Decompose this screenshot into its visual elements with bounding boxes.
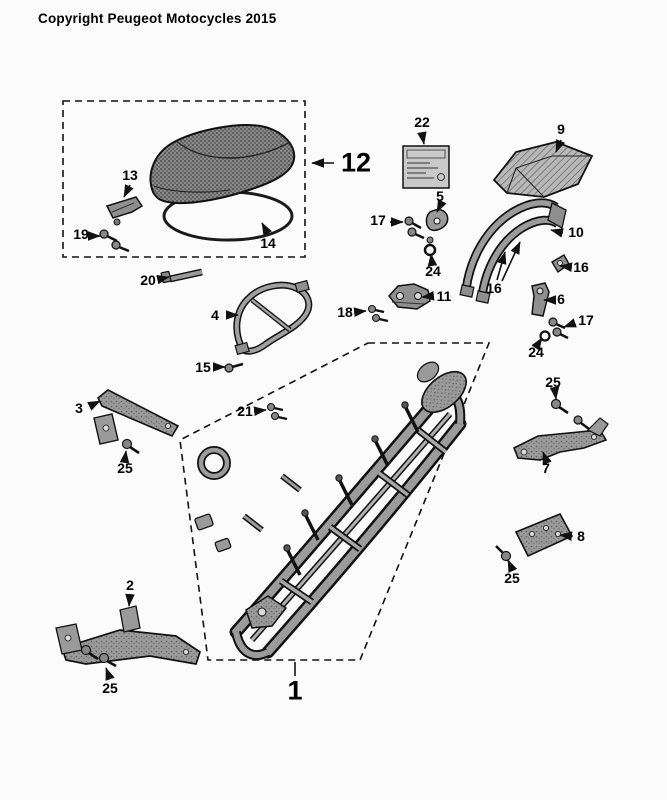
part-screws-17-right bbox=[548, 317, 569, 340]
part-screw-15 bbox=[224, 362, 244, 373]
part-washer-24-right bbox=[539, 330, 551, 342]
part-screw-25-c bbox=[495, 545, 512, 562]
frame-dashed-box bbox=[179, 342, 491, 661]
part-subframe-10 bbox=[459, 198, 567, 304]
saddle-dashed-box bbox=[62, 100, 306, 258]
part-screws-18 bbox=[367, 304, 389, 323]
part-plate-22 bbox=[402, 145, 450, 189]
part-bracket-3 bbox=[93, 389, 180, 445]
part-screws-19 bbox=[99, 229, 130, 253]
part-clip-5 bbox=[425, 208, 449, 232]
leader-lines bbox=[87, 131, 577, 681]
part-saddle bbox=[149, 124, 296, 242]
copyright-text: Copyright Peugeot Motocycles 2015 bbox=[38, 11, 277, 26]
frame-studs bbox=[283, 401, 420, 576]
part-bracket-13 bbox=[105, 196, 144, 226]
part-clip-16 bbox=[551, 254, 570, 274]
part-frame-1 bbox=[194, 361, 467, 661]
part-screws-25-d bbox=[80, 644, 117, 668]
part-screw-25-b bbox=[550, 398, 590, 430]
part-bracket-6 bbox=[531, 282, 550, 317]
part-bracket-7 bbox=[512, 417, 609, 461]
part-bracket-2 bbox=[55, 605, 202, 665]
part-screws-21 bbox=[266, 402, 288, 421]
part-washer-24-left bbox=[423, 236, 437, 257]
part-screw-25-a bbox=[121, 438, 140, 455]
part-carrier-9 bbox=[492, 141, 594, 198]
part-support-4 bbox=[233, 279, 313, 356]
part-screws-17-left bbox=[404, 216, 425, 240]
